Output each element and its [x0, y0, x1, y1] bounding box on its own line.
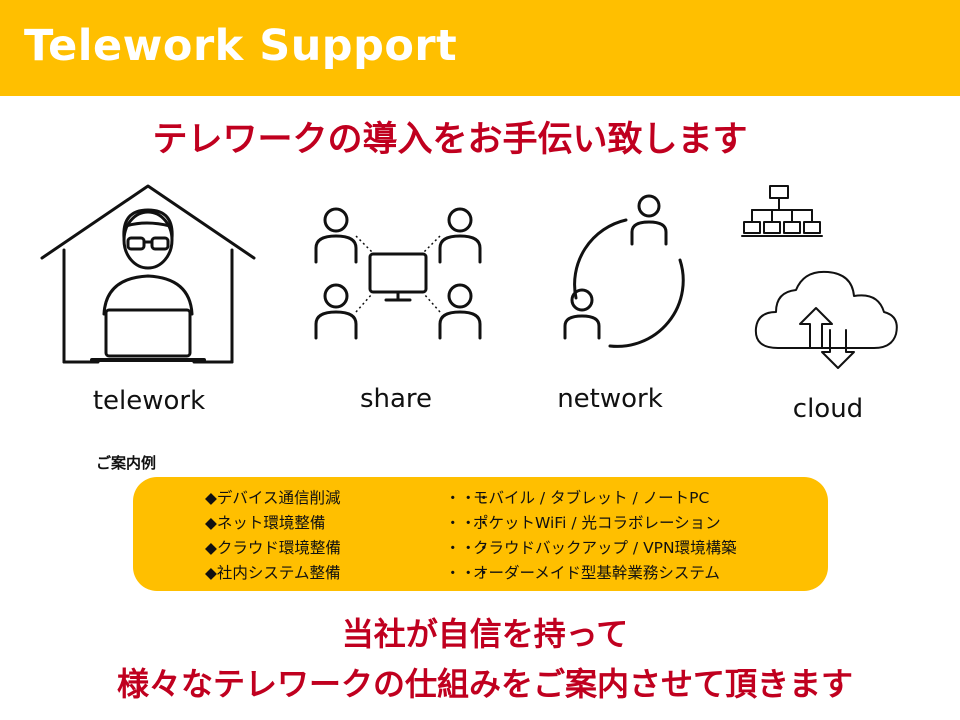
- share-network-icon: [314, 207, 482, 340]
- closing-line-1: 当社が自信を持って: [341, 615, 629, 653]
- feature-label-network: network: [557, 384, 663, 414]
- examples-box: ◆デバイス通信削減 ・・・ モバイル / タブレット / ノートPC ◆ネット環…: [133, 477, 828, 591]
- example-category: ◆社内システム整備: [205, 564, 341, 582]
- subtitle: テレワークの導入をお手伝い致します: [152, 120, 748, 160]
- feature-network: network: [548, 180, 778, 430]
- list-item: ◆社内システム整備 ・・・ オーダーメイド型基幹業務システム: [133, 561, 828, 585]
- telework-house-icon: [40, 184, 256, 364]
- feature-label-share: share: [359, 384, 433, 414]
- list-item: ◆クラウド環境整備 ・・・ クラウドバックアップ / VPN環境構築: [133, 536, 828, 560]
- example-dots: ・・・: [445, 539, 492, 557]
- examples-heading: ご案内例: [96, 454, 157, 472]
- network-people-icon: [563, 194, 685, 348]
- example-category: ◆クラウド環境整備: [205, 539, 341, 557]
- cloud-sync-icon: [741, 185, 898, 369]
- example-items: クラウドバックアップ / VPN環境構築: [473, 539, 737, 557]
- feature-cloud: cloud: [738, 180, 960, 430]
- example-items: オーダーメイド型基幹業務システム: [473, 564, 720, 582]
- example-items: モバイル / タブレット / ノートPC: [473, 489, 710, 507]
- closing-line-2: 様々なテレワークの仕組みをご案内させて頂きます: [116, 665, 853, 703]
- feature-label-telework: telework: [92, 386, 206, 416]
- feature-telework: telework: [34, 180, 264, 430]
- example-items: ポケットWiFi / 光コラボレーション: [473, 514, 721, 532]
- example-category: ◆デバイス通信削減: [205, 489, 341, 507]
- example-dots: ・・・: [445, 514, 492, 532]
- list-item: ◆ネット環境整備 ・・・ ポケットWiFi / 光コラボレーション: [133, 511, 828, 535]
- feature-share: share: [296, 180, 526, 430]
- header-bar: Telework Support: [0, 0, 960, 96]
- page-title: Telework Support: [24, 21, 458, 71]
- example-dots: ・・・: [445, 489, 492, 507]
- feature-label-cloud: cloud: [792, 394, 864, 424]
- list-item: ◆デバイス通信削減 ・・・ モバイル / タブレット / ノートPC: [133, 486, 828, 510]
- example-category: ◆ネット環境整備: [205, 514, 326, 532]
- example-dots: ・・・: [445, 564, 492, 582]
